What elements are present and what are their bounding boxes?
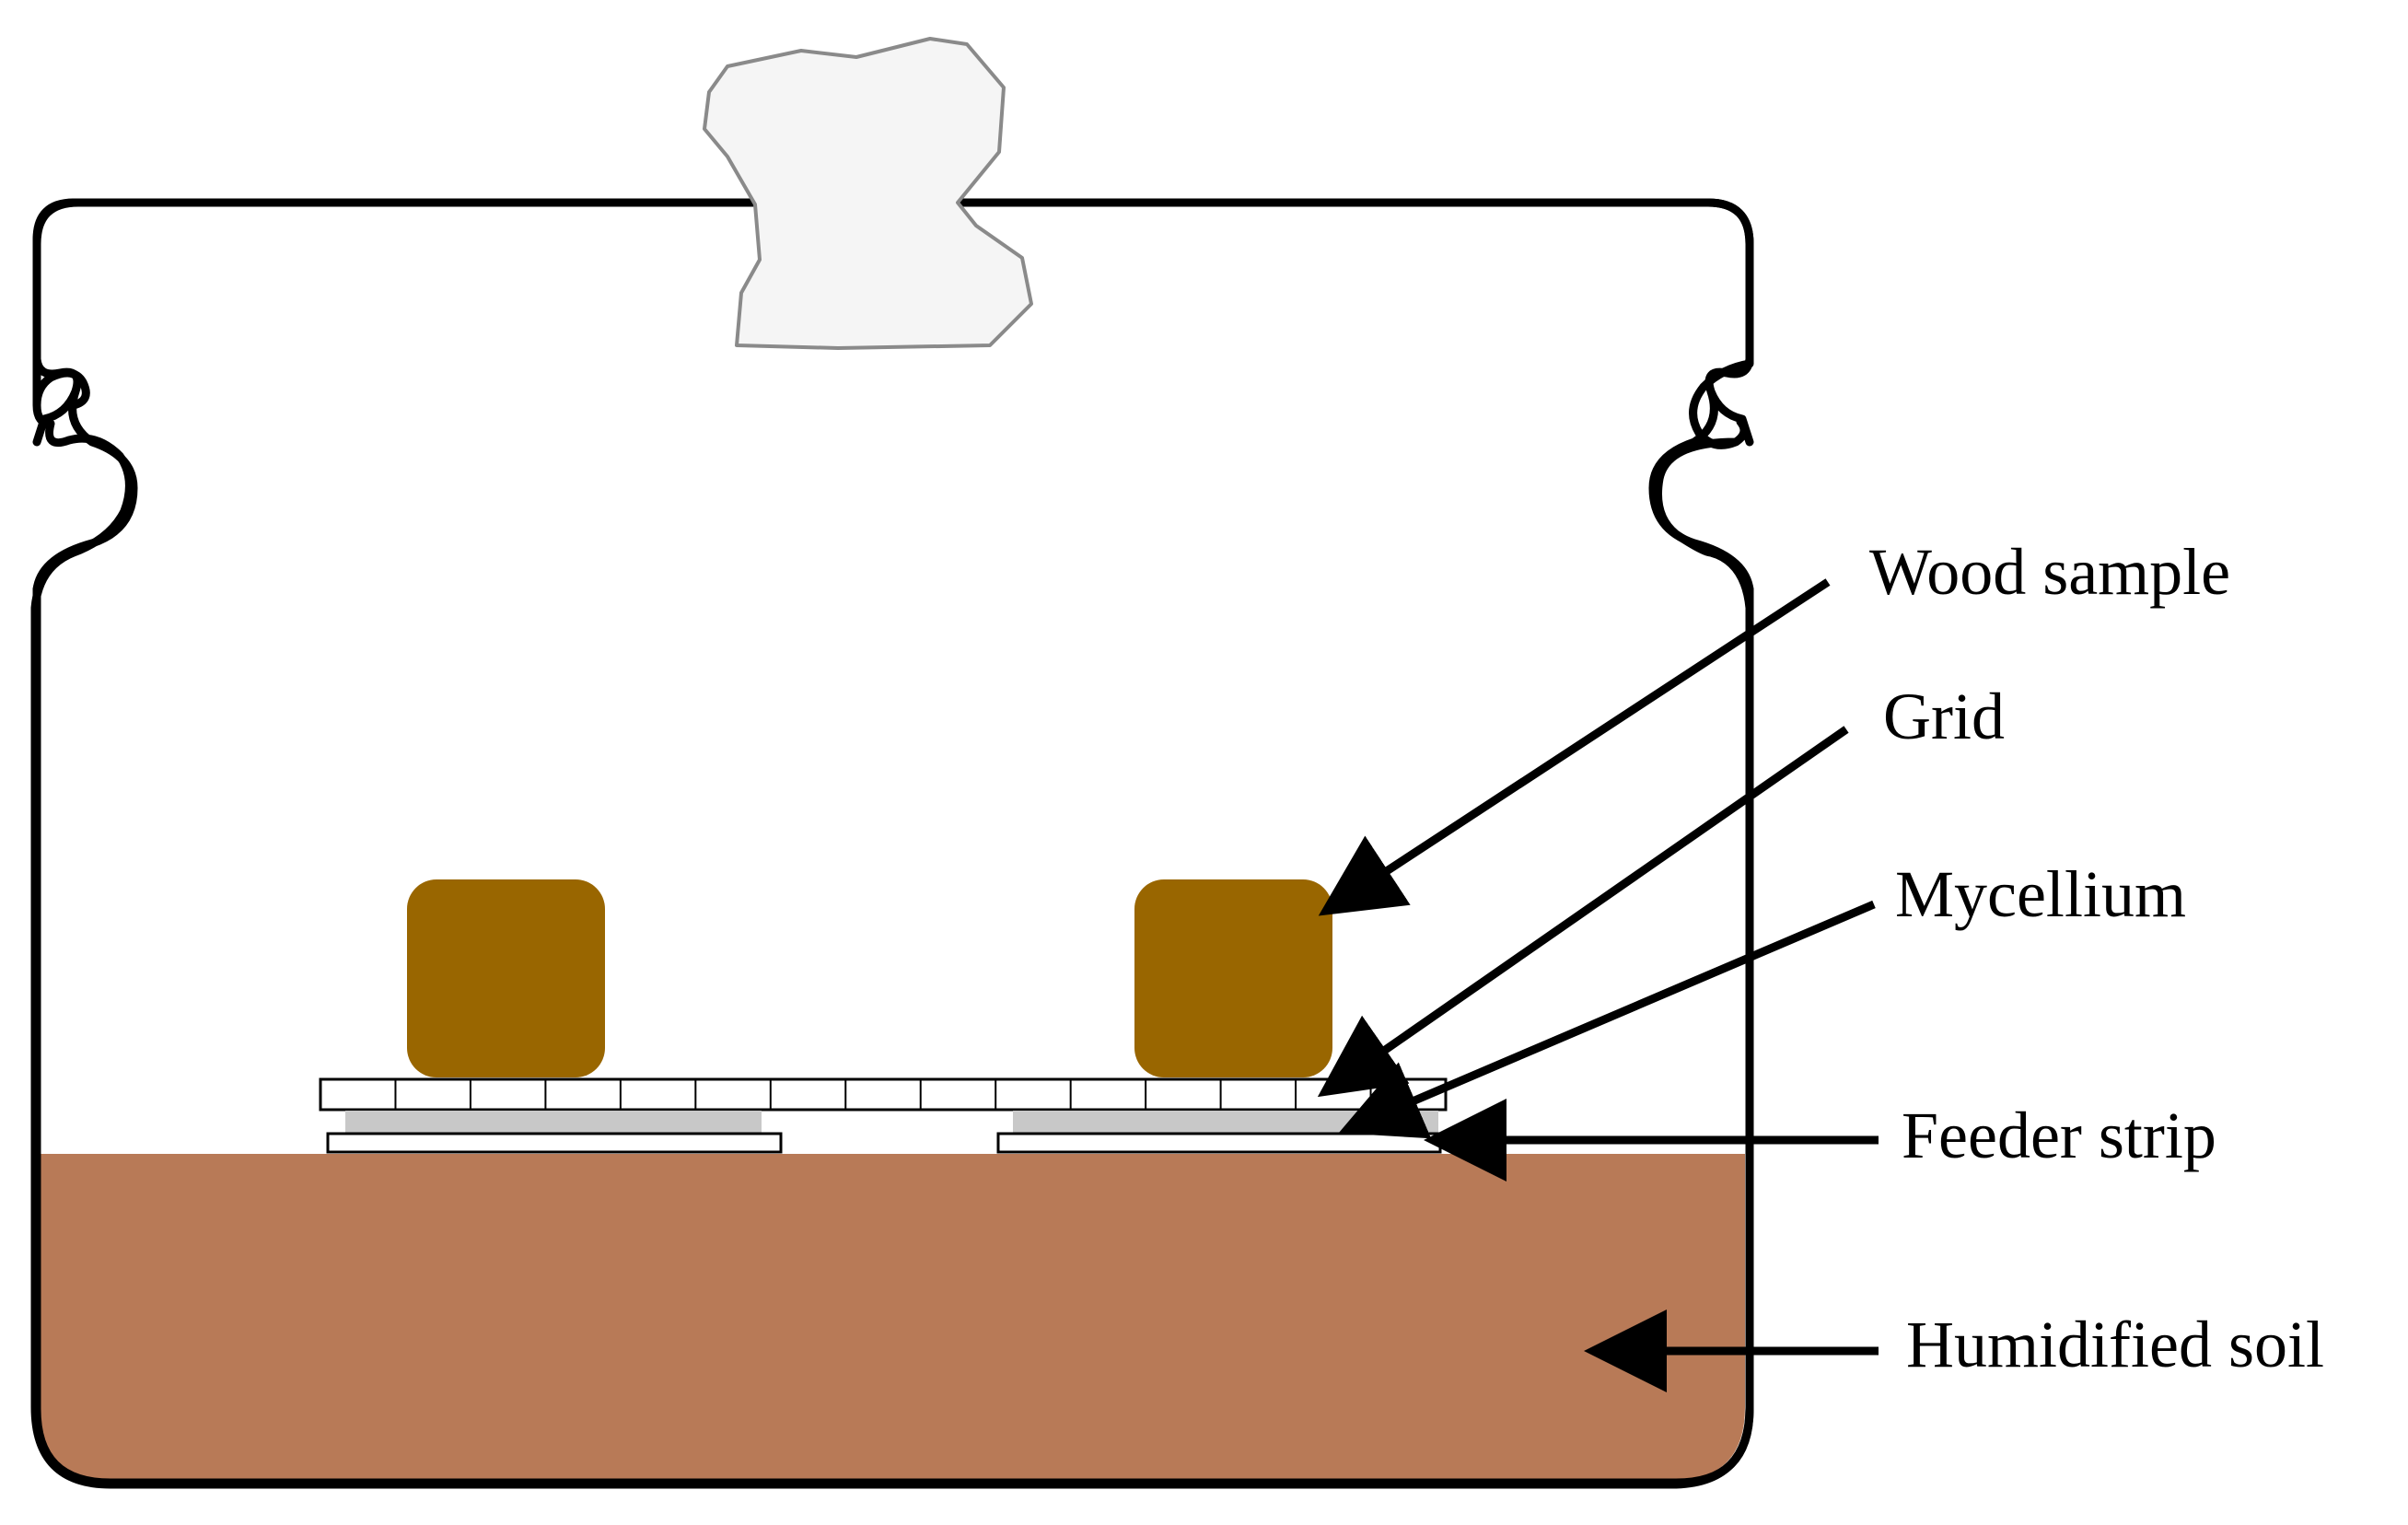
label-mycellium: Mycellium — [1895, 857, 2186, 931]
arrows — [1317, 578, 1879, 1392]
lid-plug — [703, 37, 1033, 350]
mycelium-right — [1013, 1111, 1438, 1134]
label-wood-sample: Wood sample — [1869, 535, 2230, 609]
jar-top-right-corner — [1704, 198, 1754, 364]
jar-right-hook — [1648, 355, 1754, 594]
label-grid: Grid — [1883, 680, 2005, 753]
arrow-mycellium — [1338, 900, 1876, 1139]
label-feeder-strip: Feeder strip — [1902, 1099, 2216, 1172]
arrow-grid — [1317, 726, 1849, 1098]
wood-sample-left — [407, 879, 605, 1077]
wood-sample-right — [1134, 879, 1332, 1077]
jar-body — [32, 198, 1754, 1487]
mycelium-left — [345, 1111, 762, 1134]
jar-right-wall — [1671, 585, 1754, 1487]
jar-left-hook — [32, 355, 138, 594]
humidified-soil — [37, 1154, 1748, 1481]
arrow-wood-sample — [1318, 578, 1831, 916]
grid — [319, 1077, 1448, 1112]
jar-top-left-corner — [32, 198, 78, 364]
label-humidified-soil: Humidified soil — [1906, 1308, 2324, 1381]
soil-fill — [37, 1154, 1748, 1481]
feeder-strip-left — [326, 1132, 783, 1154]
grid-frame — [319, 1077, 1448, 1112]
feeder-strip-right — [996, 1132, 1442, 1154]
jar-left-wall — [32, 585, 115, 1487]
